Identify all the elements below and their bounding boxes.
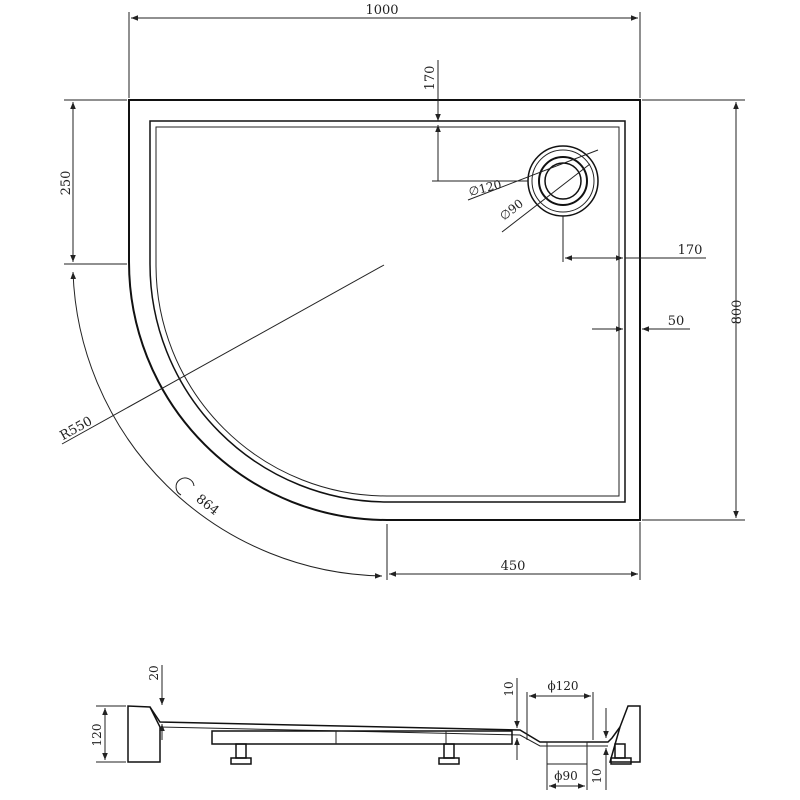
dim-section-drain-inner-label: ϕ90 (554, 769, 577, 783)
dim-depth-left-label: 10 (502, 681, 516, 696)
dim-height-label: 120 (90, 724, 104, 747)
dim-section-drain-outer-label: ϕ120 (547, 679, 578, 693)
dim-straight-label: 450 (501, 559, 526, 574)
dim-depth-label: 800 (730, 300, 745, 325)
dim-step-label: 20 (147, 665, 161, 680)
section-left-wall (127, 705, 161, 763)
tray-inner-outline (149, 120, 626, 503)
dim-drain-top-label: 170 (423, 66, 438, 91)
dim-side-label: 250 (59, 171, 74, 196)
dim-width-label: 1000 (365, 3, 398, 18)
foot-icon (438, 743, 460, 765)
foot-icon (610, 743, 632, 765)
foot-icon (230, 743, 252, 765)
section-drain-body (546, 741, 588, 765)
dim-drain-right-label: 170 (678, 243, 703, 258)
dim-arc-label: 864 (193, 492, 222, 519)
dim-drain-inner-label: ∅90 (497, 196, 526, 223)
dim-radius-label: R550 (58, 414, 96, 444)
arc-symbol-icon (175, 477, 195, 496)
dim-rim-label: 50 (668, 314, 685, 329)
section-view: 20 120 10 ϕ120 ϕ90 10 (90, 665, 641, 790)
plan-view: 1000 800 250 450 R550 864 170 170 (58, 3, 745, 580)
tray-inner-lip (155, 126, 620, 497)
drain-icon (527, 145, 599, 217)
dim-depth-right-label: 10 (590, 768, 604, 783)
